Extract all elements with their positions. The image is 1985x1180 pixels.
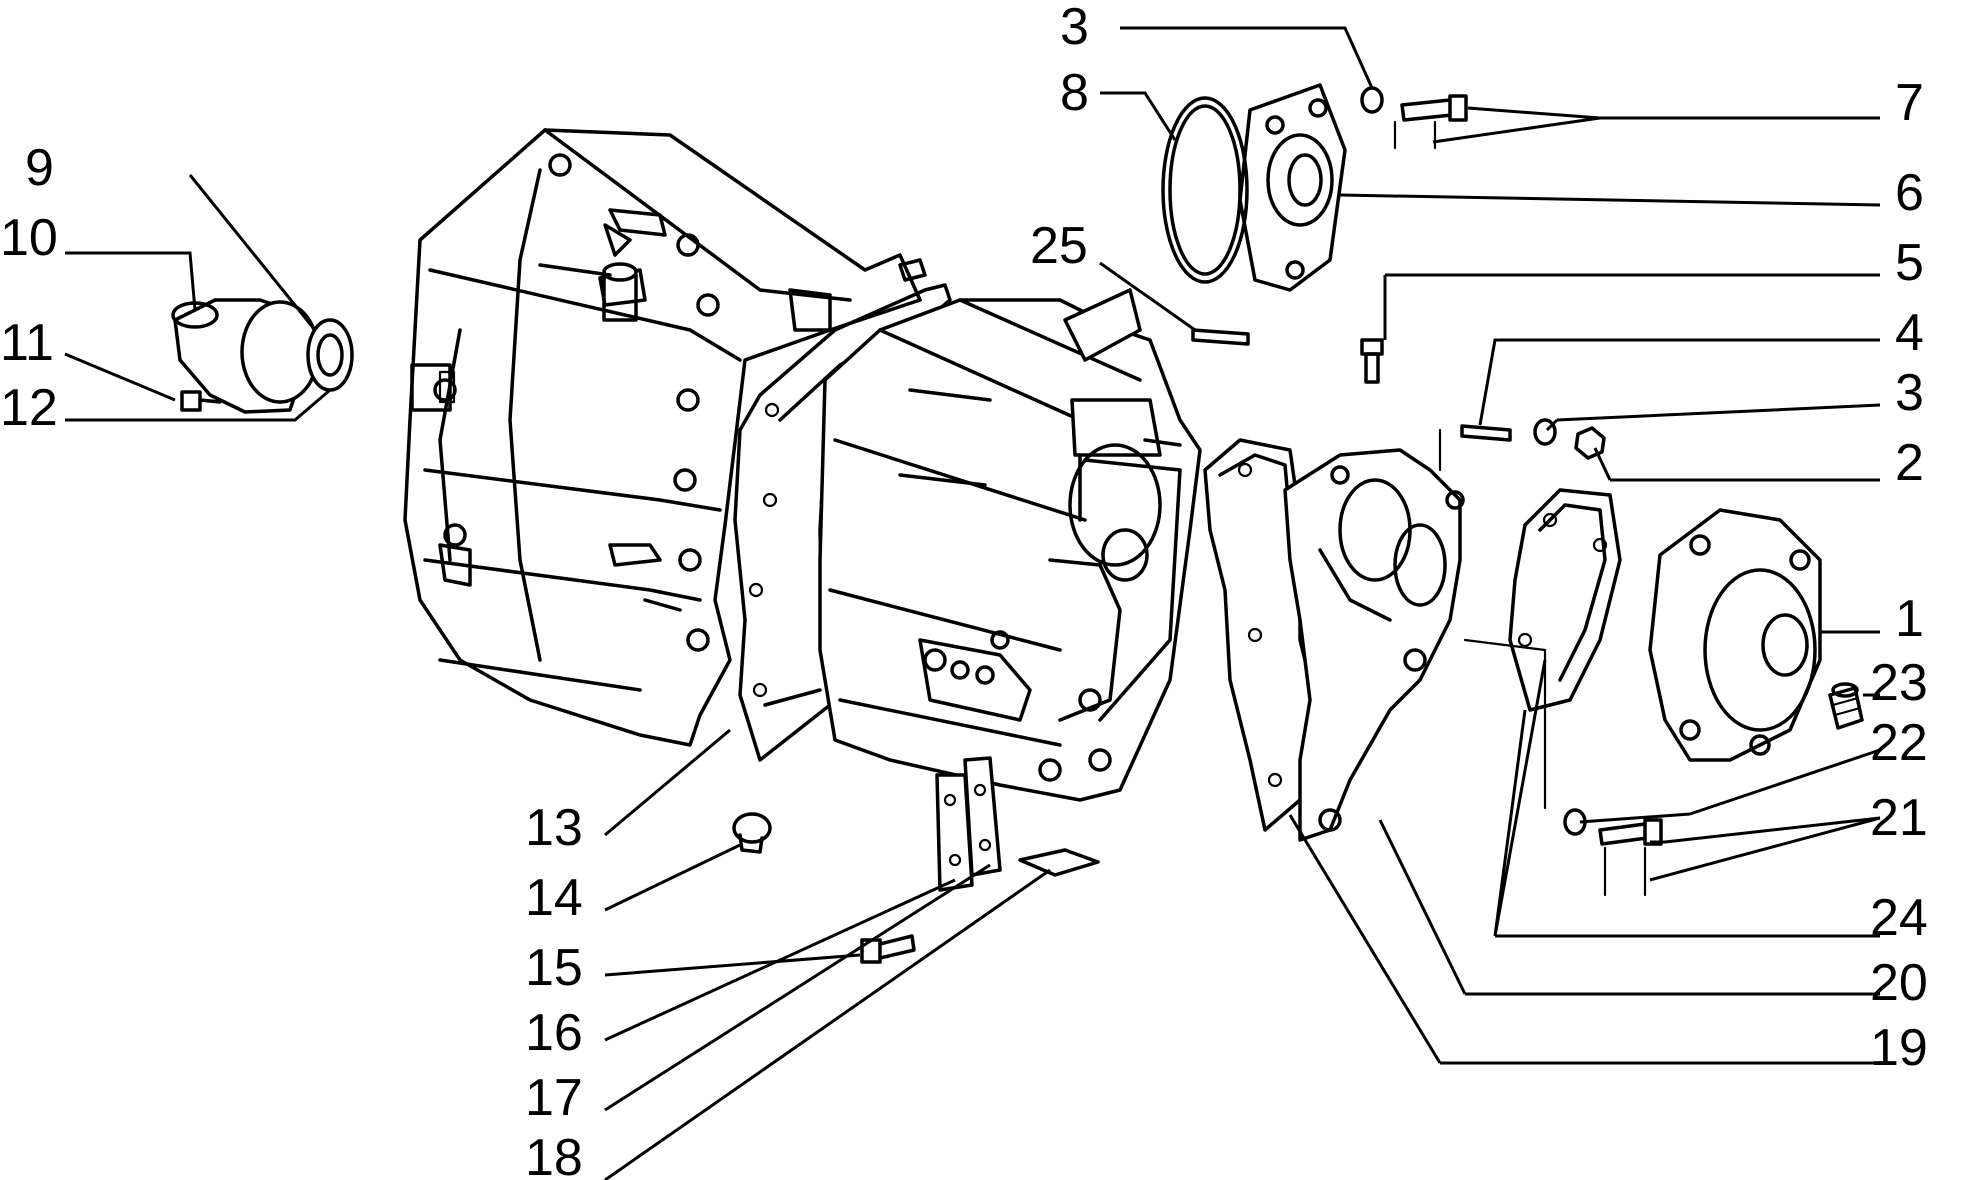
top-cover-6 — [1238, 83, 1347, 292]
dimension-lines-21 — [1603, 846, 1647, 897]
callout-15: 15 — [525, 939, 583, 997]
release-sleeve-9-10 — [171, 298, 354, 414]
screw-5 — [1360, 338, 1384, 384]
washer-3-top — [1360, 86, 1384, 114]
callout-labels: 3 8 7 6 25 5 4 3 2 1 23 22 21 24 20 19 9… — [0, 0, 1928, 1180]
bolt-7 — [1400, 94, 1468, 122]
stud-4 — [1460, 424, 1512, 442]
callout-6: 6 — [1895, 164, 1924, 222]
callout-16: 16 — [525, 1004, 583, 1062]
callout-17: 17 — [525, 1069, 583, 1127]
callout-9: 9 — [25, 139, 54, 197]
callout-3-right: 3 — [1895, 364, 1924, 422]
callout-23: 23 — [1870, 654, 1928, 712]
callout-4: 4 — [1895, 304, 1924, 362]
plug-14 — [732, 812, 772, 854]
callout-5: 5 — [1895, 234, 1924, 292]
intermediate-plate-20 — [1283, 448, 1465, 842]
end-cover-1 — [1648, 508, 1822, 762]
callout-12: 12 — [0, 379, 58, 437]
callout-14: 14 — [525, 869, 583, 927]
callout-10: 10 — [0, 209, 58, 267]
callout-22: 22 — [1870, 714, 1928, 772]
callout-20: 20 — [1870, 954, 1928, 1012]
guide-lines — [1438, 428, 1547, 810]
bolt-15 — [860, 934, 916, 964]
callout-13: 13 — [525, 799, 583, 857]
nut-2 — [1574, 426, 1606, 460]
callout-19: 19 — [1870, 1019, 1928, 1077]
callout-3-top: 3 — [1060, 0, 1089, 56]
callout-2: 2 — [1895, 434, 1924, 492]
cover-gasket-24 — [1508, 488, 1622, 712]
stud-25 — [1191, 328, 1250, 346]
dimension-lines-7 — [1393, 120, 1437, 150]
clutch-housing — [403, 128, 927, 747]
callout-11: 11 — [0, 314, 54, 372]
bolt-21 — [1598, 818, 1663, 846]
cap-23 — [1828, 682, 1864, 730]
callout-8: 8 — [1060, 64, 1089, 122]
callout-18: 18 — [525, 1129, 583, 1180]
plate-18 — [1018, 848, 1100, 877]
o-ring-8-inner — [1168, 104, 1242, 276]
callout-21: 21 — [1870, 789, 1928, 847]
o-ring-8 — [1161, 96, 1249, 284]
bleed-screw-11-12 — [180, 390, 222, 412]
plate-17 — [963, 756, 1002, 877]
callout-1: 1 — [1895, 590, 1924, 648]
callout-7: 7 — [1895, 74, 1924, 132]
callout-24: 24 — [1870, 889, 1928, 947]
gearbox-casing — [818, 288, 1202, 802]
callout-25: 25 — [1030, 217, 1088, 275]
leader-lines — [64, 26, 1881, 1180]
